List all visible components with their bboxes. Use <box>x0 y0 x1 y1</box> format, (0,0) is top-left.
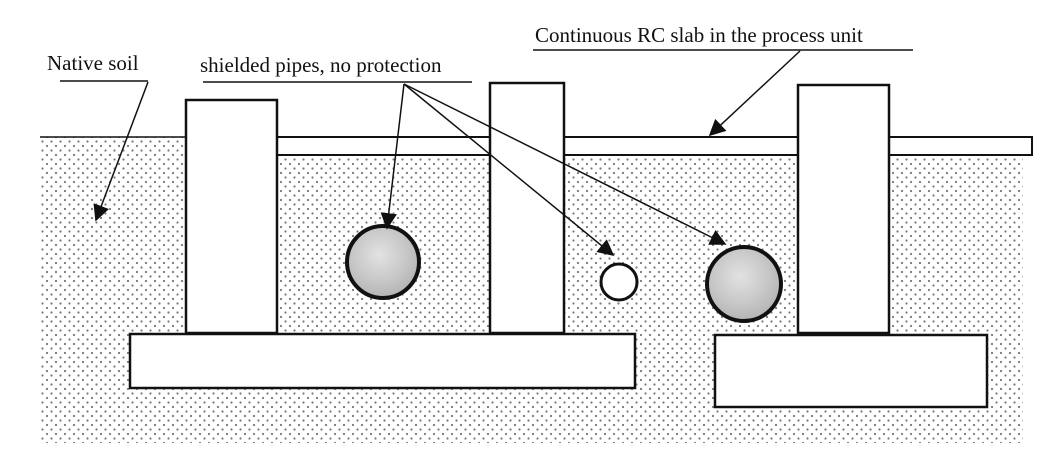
pipe-large-left <box>345 224 421 300</box>
slab-label: Continuous RC slab in the process unit <box>535 23 863 47</box>
arrow-pipe-left <box>380 83 405 230</box>
footing-right <box>713 333 989 409</box>
pipes-label: shielded pipes, no protection <box>200 53 442 77</box>
column-middle <box>488 81 566 335</box>
pipe-large-right <box>705 245 783 323</box>
arrow-slab <box>708 50 801 137</box>
footing-left <box>128 332 637 390</box>
arrow-pipe-right <box>403 83 727 245</box>
arrow-native-soil <box>93 81 149 222</box>
native-soil-label: Native soil <box>47 51 139 75</box>
column-right <box>796 83 891 335</box>
column-left <box>184 98 279 335</box>
rc-slab <box>276 136 1033 156</box>
pipe-small <box>599 262 639 302</box>
arrow-pipe-small <box>403 83 615 257</box>
